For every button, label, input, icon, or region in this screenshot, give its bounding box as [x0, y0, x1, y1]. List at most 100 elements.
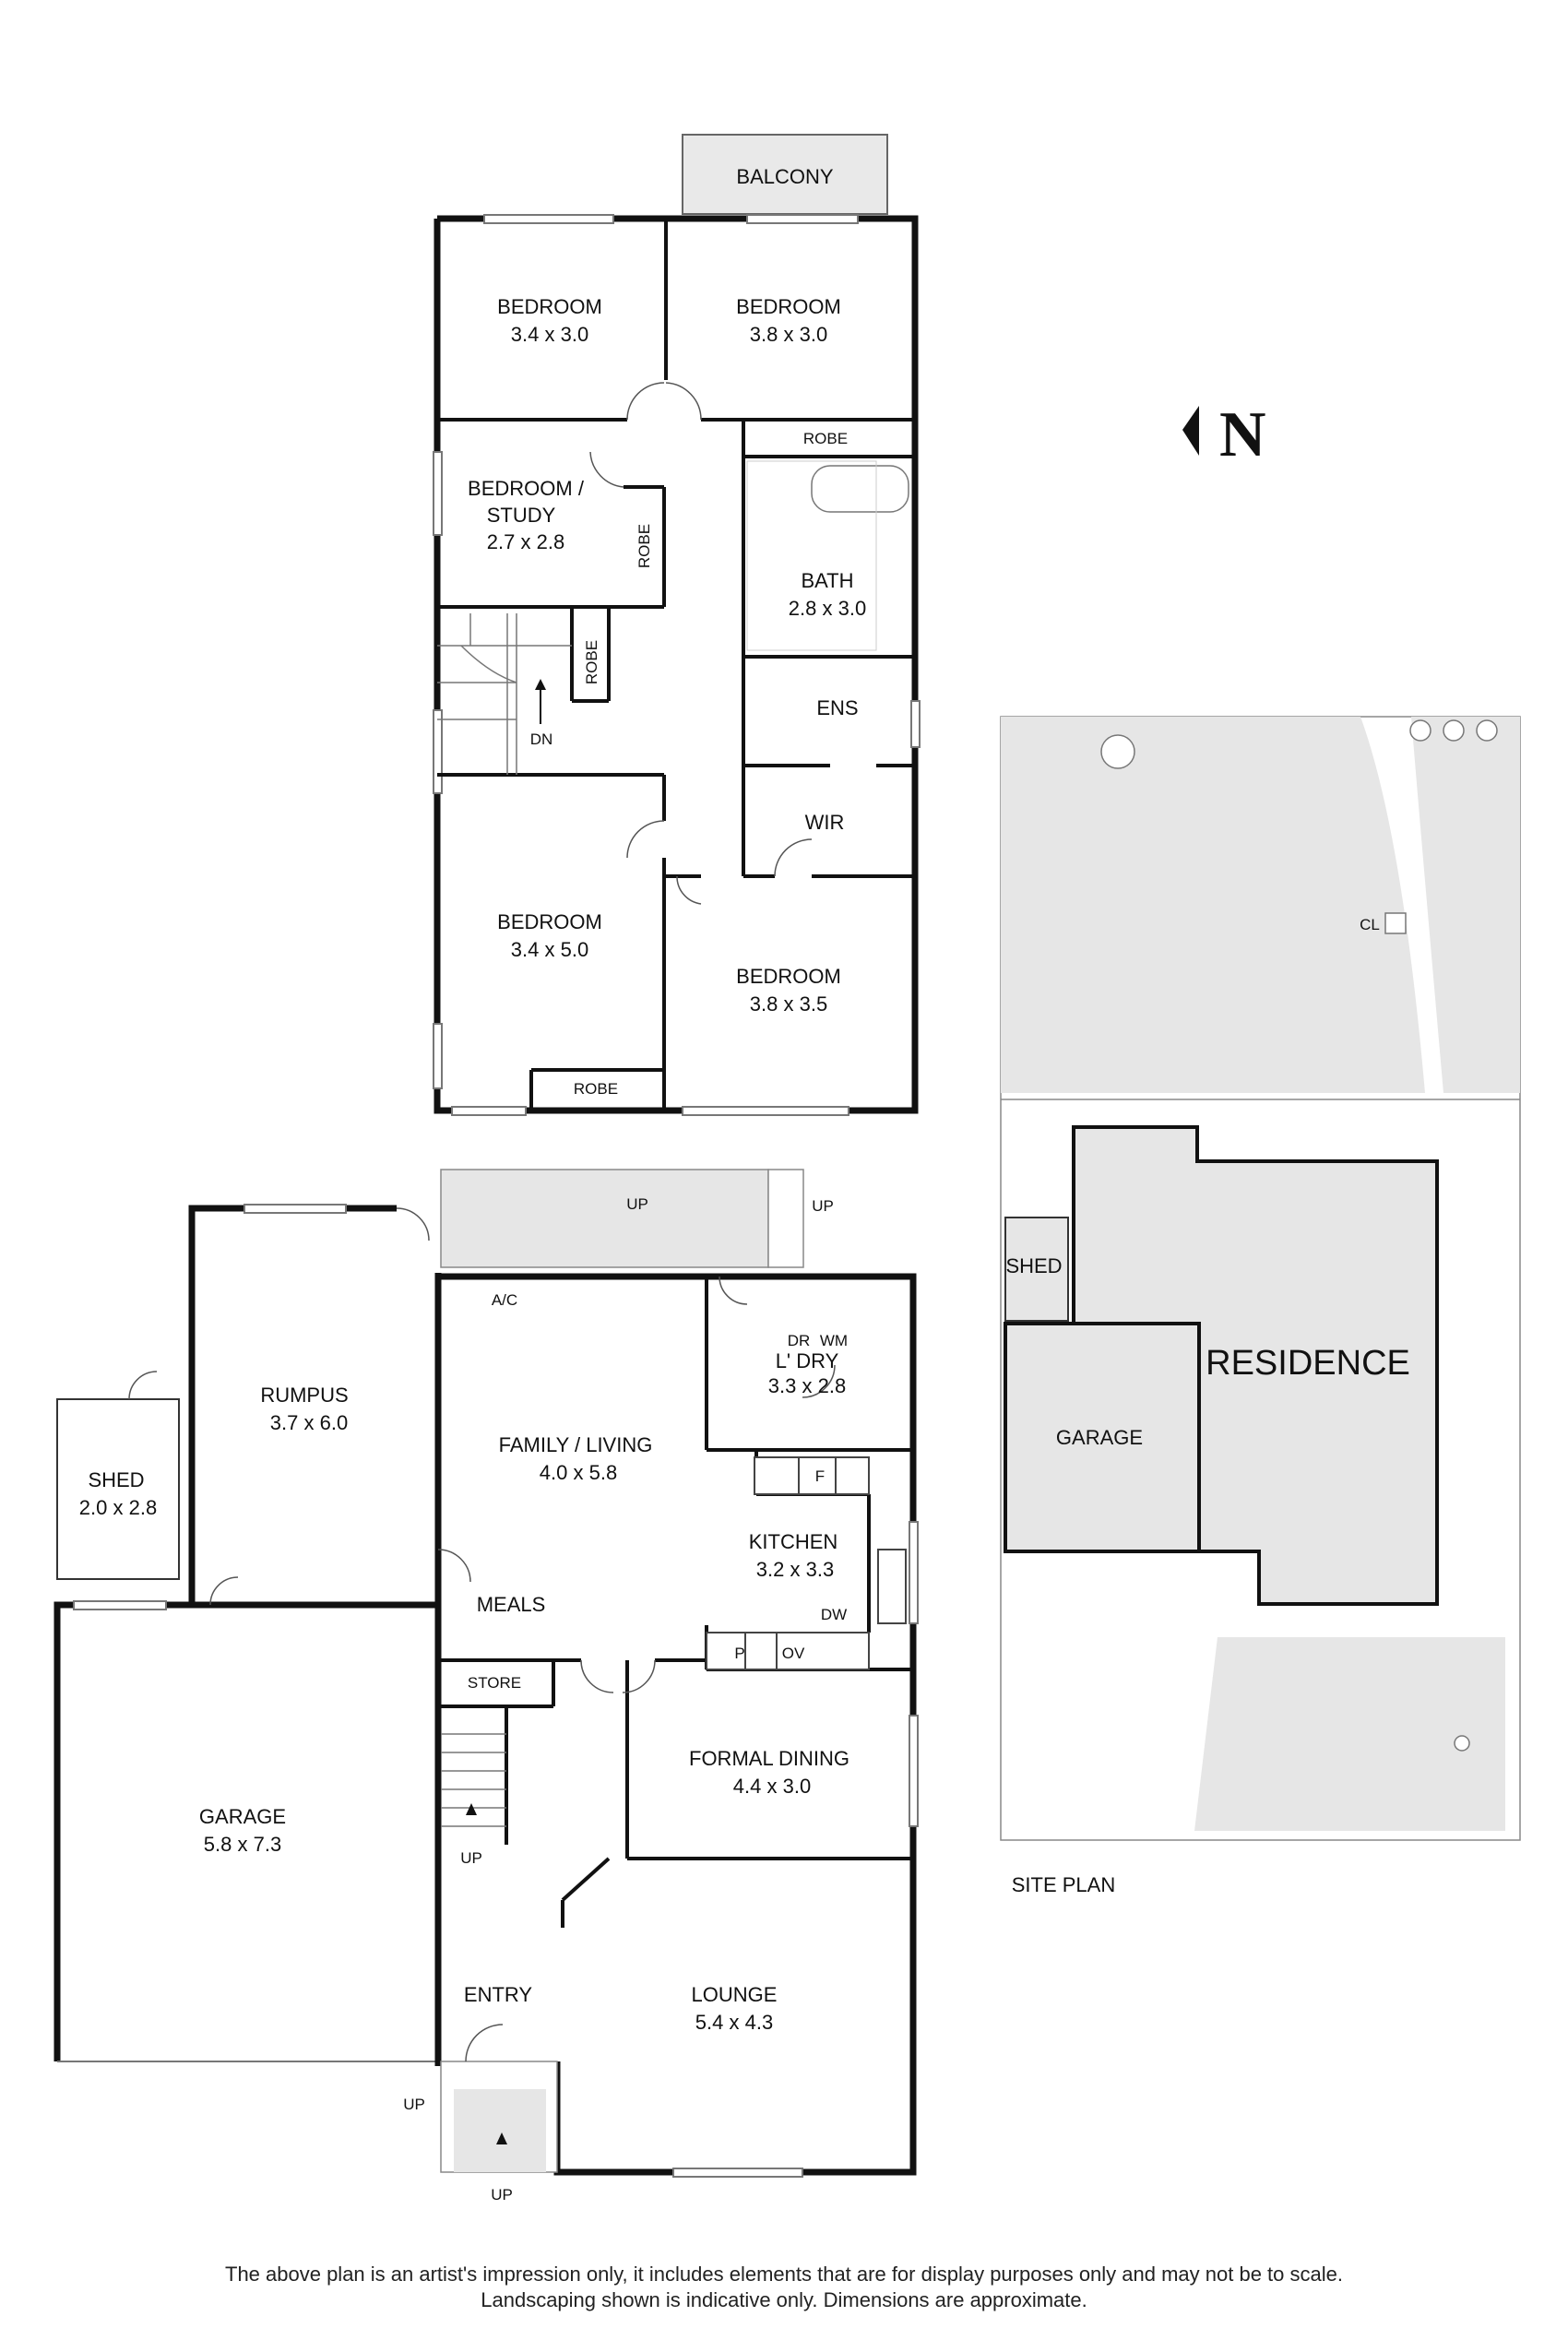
disclaimer-line-1: The above plan is an artist's impression…	[225, 2263, 1343, 2286]
site-shed-label: SHED	[1005, 1254, 1062, 1277]
kitchen-joinery	[706, 1456, 907, 1670]
disclaimer-line-2: Landscaping shown is indicative only. Di…	[481, 2288, 1087, 2311]
ground-stair	[441, 1733, 506, 1827]
ground-floor	[53, 1169, 919, 2178]
front-yard	[1194, 1637, 1505, 1831]
north-arrow-icon	[1182, 406, 1199, 456]
bedroom-ne-name: BEDROOM	[736, 295, 841, 318]
upper-windows	[433, 214, 921, 1116]
lounge-size: 5.4 x 4.3	[695, 2011, 773, 2034]
stair-up-label: UP	[460, 1849, 482, 1867]
up-right-label: UP	[812, 1197, 834, 1215]
site-plan	[1000, 716, 1521, 1841]
laundry-name: L' DRY	[776, 1349, 839, 1372]
tree-icon	[1100, 734, 1135, 769]
balcony-label: BALCONY	[736, 165, 833, 188]
shed-size: 2.0 x 2.8	[79, 1496, 157, 1519]
meals-label: MEALS	[477, 1593, 546, 1616]
dw-label: DW	[821, 1606, 847, 1623]
up-entry-left-label: UP	[403, 2096, 425, 2113]
bath-size: 2.8 x 3.0	[789, 597, 866, 620]
bedroom-sw-size: 3.4 x 5.0	[511, 938, 588, 961]
formal-dining-name: FORMAL DINING	[689, 1747, 849, 1770]
formal-dining-size: 4.4 x 3.0	[733, 1775, 811, 1798]
family-name: FAMILY / LIVING	[499, 1433, 653, 1456]
family-size: 4.0 x 5.8	[540, 1461, 617, 1484]
garage-walls	[53, 1601, 438, 2061]
fridge-label: F	[815, 1467, 825, 1485]
tree-icon	[1476, 719, 1498, 742]
compass-letter: N	[1219, 399, 1266, 470]
upper-outer-wall	[434, 215, 919, 1114]
upper-floor	[433, 134, 921, 1116]
wir-label: WIR	[805, 811, 845, 834]
ground-doors	[128, 1207, 836, 2062]
up-entry-bottom-label: UP	[491, 2186, 513, 2204]
kitchen-name: KITCHEN	[749, 1530, 838, 1553]
shed-outline	[56, 1398, 180, 1580]
laundry-dr: DR	[788, 1332, 811, 1349]
robe-bottom-label: ROBE	[574, 1080, 618, 1098]
ac-label: A/C	[492, 1291, 517, 1309]
garage-size: 5.8 x 7.3	[204, 1833, 281, 1856]
stair-up-arrow	[466, 1803, 477, 1815]
bedroom-se-name: BEDROOM	[736, 965, 841, 988]
site-residence-label: RESIDENCE	[1206, 1344, 1410, 1383]
robe-stair-label: ROBE	[583, 640, 600, 684]
rear-step	[767, 1169, 804, 1268]
bath-grid	[746, 460, 877, 651]
study-size: 2.7 x 2.8	[487, 530, 564, 553]
site-cl-label: CL	[1360, 916, 1380, 933]
rumpus-size: 3.7 x 6.0	[270, 1411, 348, 1434]
up-top-label: UP	[626, 1195, 648, 1213]
stair-dn-arrowhead	[535, 679, 546, 690]
upper-stair	[437, 613, 572, 775]
bedroom-sw-name: BEDROOM	[497, 910, 602, 933]
upper-doors	[589, 382, 813, 905]
rear-yard	[1001, 717, 1425, 1093]
site-garage	[1004, 1322, 1201, 1553]
robe-top-label: ROBE	[803, 430, 848, 447]
stair-dn-label: DN	[530, 731, 553, 748]
kitchen-size: 3.2 x 3.3	[756, 1558, 834, 1581]
study-name-2: STUDY	[487, 504, 556, 527]
upper-interior-walls	[437, 219, 915, 1111]
rumpus-walls	[188, 1205, 397, 1605]
tree-icon	[1443, 719, 1465, 742]
ground-windows	[73, 1204, 919, 2178]
tree-icon	[1409, 719, 1431, 742]
bedroom-se-size: 3.8 x 3.5	[750, 992, 827, 1016]
bathtub	[811, 465, 909, 513]
bedroom-ne-size: 3.8 x 3.0	[750, 323, 827, 346]
lounge-name: LOUNGE	[692, 1983, 778, 2006]
bedroom-nw-name: BEDROOM	[497, 295, 602, 318]
entry-label: ENTRY	[464, 1983, 532, 2006]
tree-icon	[1454, 1735, 1470, 1752]
site-shed	[1004, 1217, 1069, 1322]
compass: N	[1182, 399, 1266, 470]
pantry-label: P	[734, 1645, 744, 1662]
bedroom-nw-size: 3.4 x 3.0	[511, 323, 588, 346]
study-name-1: BEDROOM /	[468, 477, 585, 500]
balcony-outline	[682, 134, 888, 215]
entry-up-arrow	[496, 2132, 507, 2144]
rear-yard-east	[1411, 717, 1520, 1093]
clothesline-icon	[1384, 912, 1407, 934]
main-outer-wall	[438, 1273, 917, 2176]
site-garage-label: GARAGE	[1056, 1426, 1143, 1449]
laundry-wm: WM	[820, 1332, 848, 1349]
rumpus-name: RUMPUS	[260, 1384, 348, 1407]
robe-study-label: ROBE	[636, 524, 653, 568]
entry-landing	[454, 2089, 546, 2172]
ens-label: ENS	[816, 696, 858, 719]
shed-name: SHED	[88, 1468, 144, 1491]
laundry-size: 3.3 x 2.8	[768, 1374, 846, 1397]
oven-label: OV	[782, 1645, 805, 1662]
rear-porch	[440, 1169, 769, 1268]
disclaimer: The above plan is an artist's impression…	[0, 2262, 1568, 2313]
site-plan-title: SITE PLAN	[1012, 1873, 1115, 1896]
bath-name: BATH	[801, 569, 853, 592]
garage-name: GARAGE	[199, 1805, 286, 1828]
store-label: STORE	[468, 1674, 521, 1692]
